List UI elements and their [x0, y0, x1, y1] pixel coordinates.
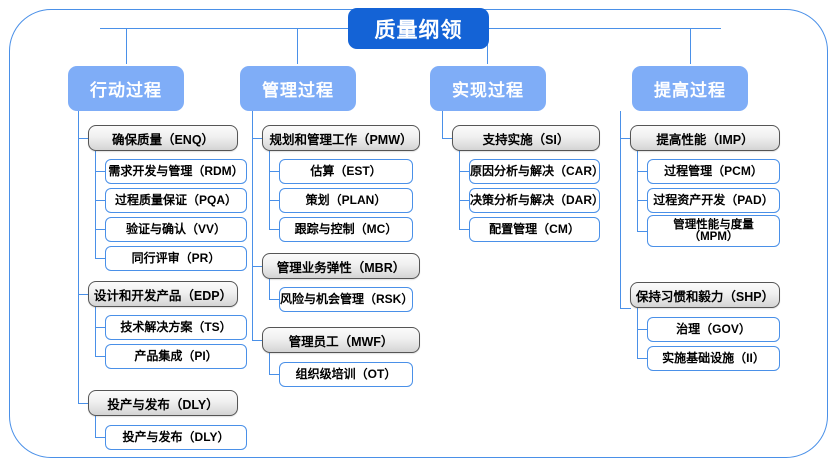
leaf-box-pad[interactable]: 过程资产开发（PAD）	[647, 188, 780, 213]
leaf-box-plan[interactable]: 策划（PLAN）	[279, 188, 413, 213]
group-box-edp[interactable]: 设计和开发产品（EDP）	[88, 281, 238, 307]
leaf-box-pi[interactable]: 产品集成（PI）	[105, 344, 247, 369]
leaf-box-mc[interactable]: 跟踪与控制（MC）	[279, 217, 413, 242]
leaf-box-pr[interactable]: 同行评审（PR）	[105, 246, 247, 271]
column-spine-2	[252, 111, 253, 340]
trunk-drop-col4	[690, 28, 691, 64]
connector-leaf-1-1-2	[95, 200, 106, 201]
column-header-3[interactable]: 实现过程	[430, 66, 546, 111]
root-trunk-line-right	[489, 28, 721, 29]
column-spine-1	[78, 111, 79, 403]
connector-leaf-1-3-1	[95, 437, 106, 438]
group-box-enq[interactable]: 确保质量（ENQ）	[88, 125, 238, 151]
connector-leaf-1-1-4	[95, 258, 106, 259]
leaf-box-mpm[interactable]: 管理性能与度量 （MPM）	[647, 215, 780, 247]
leaf-box-vv[interactable]: 验证与确认（VV）	[105, 217, 247, 242]
group-box-mbr[interactable]: 管理业务弹性（MBR）	[262, 253, 420, 279]
group-box-si[interactable]: 支持实施（SI）	[452, 125, 600, 151]
connector-group-4-2	[620, 308, 631, 309]
connector-group-3-1	[442, 138, 453, 139]
child-spine-2-3	[269, 353, 270, 375]
leaf-box-pcm[interactable]: 过程管理（PCM）	[647, 159, 780, 184]
connector-group-2-3	[252, 340, 263, 341]
connector-leaf-2-1-2	[269, 200, 280, 201]
child-spine-4-2	[637, 308, 638, 359]
column-header-4[interactable]: 提高过程	[632, 66, 748, 111]
root-title: 质量纲领	[348, 8, 489, 49]
connector-leaf-3-1-3	[459, 229, 470, 230]
leaf-box-ts[interactable]: 技术解决方案（TS）	[105, 315, 247, 340]
connector-group-4-1	[620, 138, 631, 139]
leaf-box-gov[interactable]: 治理（GOV）	[647, 317, 780, 342]
leaf-box-rdm[interactable]: 需求开发与管理（RDM）	[105, 159, 247, 184]
connector-leaf-4-2-2	[637, 358, 648, 359]
child-spine-4-1	[637, 151, 638, 231]
connector-leaf-2-3-1	[269, 374, 280, 375]
connector-leaf-1-1-3	[95, 229, 106, 230]
connector-leaf-2-1-3	[269, 229, 280, 230]
leaf-box-rsk[interactable]: 风险与机会管理（RSK）	[279, 287, 413, 312]
leaf-box-dar[interactable]: 决策分析与解决（DAR）	[469, 188, 604, 213]
connector-leaf-4-2-1	[637, 329, 648, 330]
leaf-box-pqa[interactable]: 过程质量保证（PQA）	[105, 188, 247, 213]
child-spine-2-1	[269, 151, 270, 229]
group-box-mwf[interactable]: 管理员工（MWF）	[262, 327, 420, 353]
column-header-2[interactable]: 管理过程	[240, 66, 356, 111]
child-spine-1-3	[95, 416, 96, 438]
trunk-drop-col3	[487, 28, 488, 64]
connector-leaf-4-1-2	[637, 200, 648, 201]
connector-group-2-2	[252, 266, 263, 267]
child-spine-1-2	[95, 307, 96, 356]
connector-leaf-1-2-2	[95, 356, 106, 357]
connector-leaf-2-1-1	[269, 171, 280, 172]
connector-leaf-1-2-1	[95, 327, 106, 328]
group-box-dly[interactable]: 投产与发布（DLY）	[88, 390, 238, 416]
connector-leaf-4-1-1	[637, 171, 648, 172]
group-box-pmw[interactable]: 规划和管理工作（PMW）	[262, 125, 420, 151]
leaf-box-ii[interactable]: 实施基础设施（II）	[647, 346, 780, 371]
connector-leaf-4-1-3	[637, 231, 648, 232]
child-spine-2-2	[269, 279, 270, 300]
child-spine-1-1	[95, 151, 96, 258]
connector-leaf-3-1-1	[459, 171, 470, 172]
connector-group-1-1	[78, 138, 89, 139]
leaf-box-car[interactable]: 原因分析与解决（CAR）	[469, 159, 604, 184]
root-trunk-line	[100, 28, 348, 29]
leaf-box-ot[interactable]: 组织级培训（OT）	[279, 362, 413, 387]
column-spine-4	[620, 111, 621, 308]
connector-group-2-1	[252, 138, 263, 139]
connector-leaf-3-1-2	[459, 200, 470, 201]
leaf-box-est[interactable]: 估算（EST）	[279, 159, 413, 184]
trunk-drop-col2	[297, 28, 298, 64]
child-spine-3-1	[459, 151, 460, 229]
connector-leaf-2-2-1	[269, 299, 280, 300]
group-box-imp[interactable]: 提高性能（IMP）	[630, 125, 780, 151]
connector-group-1-2	[78, 294, 89, 295]
group-box-shp[interactable]: 保持习惯和毅力（SHP）	[630, 282, 780, 308]
connector-group-1-3	[78, 403, 89, 404]
connector-leaf-1-1-1	[95, 171, 106, 172]
column-header-1[interactable]: 行动过程	[68, 66, 184, 111]
trunk-drop-col1	[126, 28, 127, 64]
leaf-box-dly-child[interactable]: 投产与发布（DLY）	[105, 425, 247, 450]
column-spine-3	[442, 111, 443, 139]
leaf-box-cm[interactable]: 配置管理（CM）	[469, 217, 600, 242]
